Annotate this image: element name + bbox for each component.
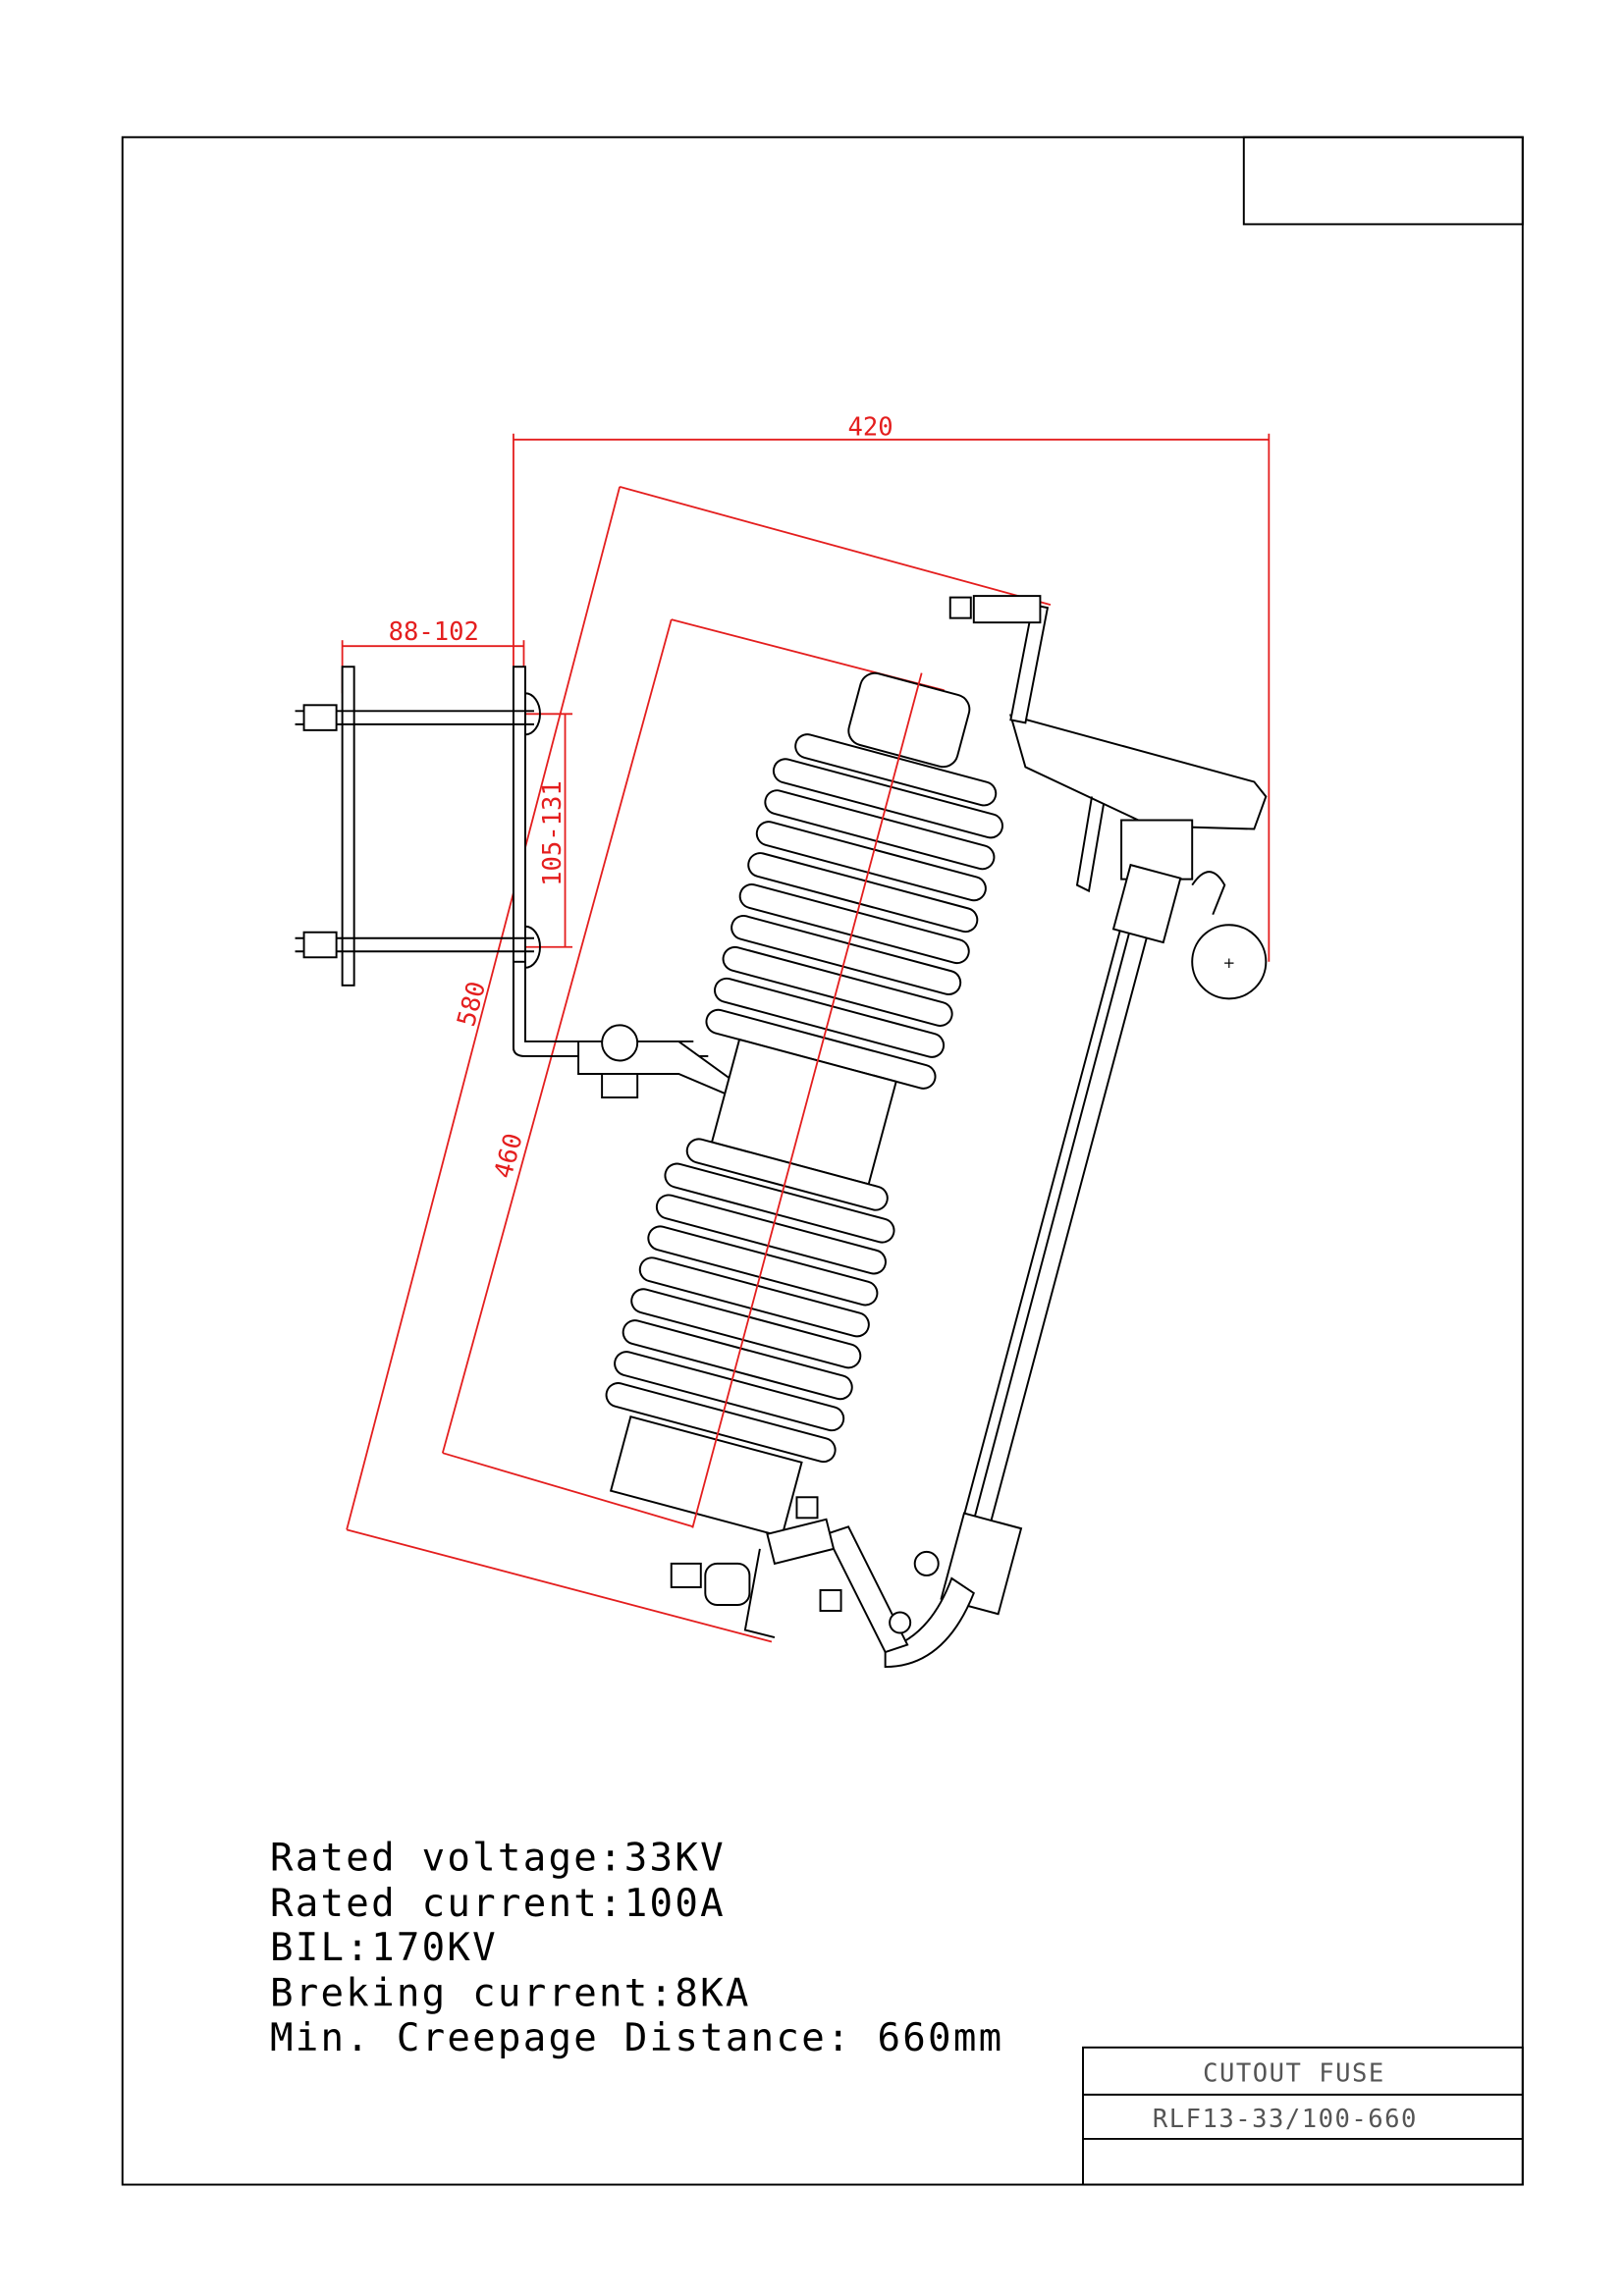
specifications: Rated voltage:33KV Rated current:100A BI… bbox=[270, 1836, 1003, 2060]
dim-label-460: 460 bbox=[489, 1130, 529, 1181]
title-block: CUTOUT FUSE RLF13-33/100-660 bbox=[1082, 2046, 1524, 2186]
dimension-105-131: 105-131 bbox=[523, 713, 573, 948]
porcelain-insulator bbox=[605, 671, 1003, 1538]
pull-ring bbox=[1191, 924, 1268, 1000]
dim-label-88-102: 88-102 bbox=[389, 617, 479, 647]
fuse-tube bbox=[940, 863, 1182, 1616]
spec-creepage-distance: Min. Creepage Distance: 660mm bbox=[270, 2016, 1003, 2060]
drawing-frame bbox=[121, 135, 1524, 2186]
spec-rated-voltage: Rated voltage:33KV bbox=[270, 1836, 726, 1880]
spec-bil: BIL:170KV bbox=[270, 1926, 498, 1970]
dimension-580: 580 bbox=[346, 486, 1052, 1643]
spec-breaking-current: Breking current:8KA bbox=[270, 1972, 751, 2016]
corner-box bbox=[1242, 135, 1524, 226]
bottom-contact bbox=[670, 1496, 976, 1669]
mounting-bracket bbox=[295, 666, 739, 1101]
svg-text:+: + bbox=[1222, 954, 1235, 972]
spec-rated-current: Rated current:100A bbox=[270, 1882, 726, 1926]
dim-label-580: 580 bbox=[452, 979, 492, 1030]
dim-label-420: 420 bbox=[848, 412, 893, 442]
top-contact: + bbox=[948, 595, 1268, 1000]
title-model: RLF13-33/100-660 bbox=[1153, 2105, 1418, 2134]
dim-label-105-131: 105-131 bbox=[538, 780, 568, 886]
insulator-axis bbox=[691, 672, 923, 1528]
dimension-88-102: 88-102 bbox=[341, 617, 525, 694]
title-name: CUTOUT FUSE bbox=[1203, 2058, 1385, 2088]
